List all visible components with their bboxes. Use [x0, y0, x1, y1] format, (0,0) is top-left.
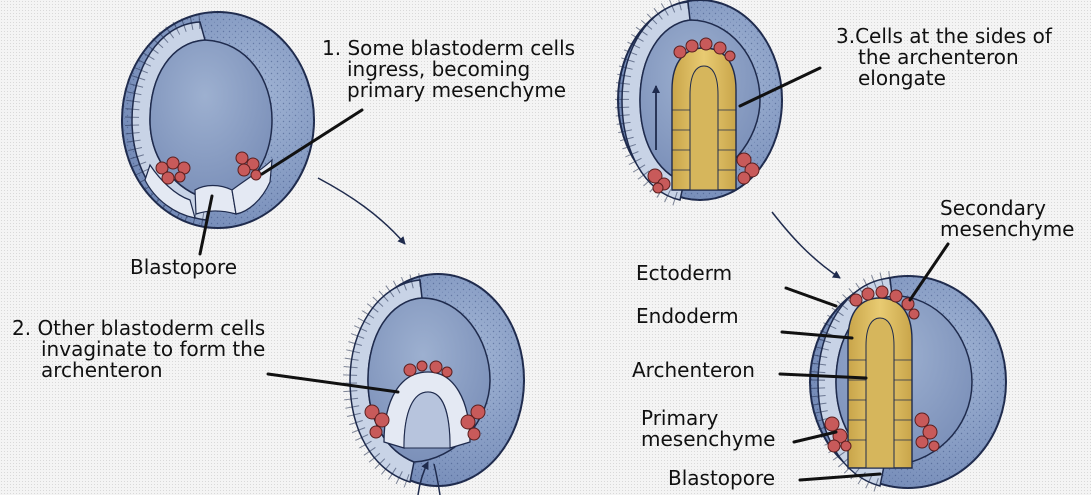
primary-mesenchyme-line-2: mesenchyme — [641, 427, 775, 451]
step-1-line-3: primary mesenchyme — [347, 78, 566, 102]
sequence-arrows — [318, 178, 840, 278]
secondary-mesenchyme-line-2: mesenchyme — [940, 217, 1074, 241]
label-primary-mesenchyme: Primary mesenchyme — [641, 408, 775, 450]
label-blastopore-stage-4: Blastopore — [668, 468, 775, 489]
embryo-stage-1 — [122, 12, 314, 228]
step-1-caption: 1. Some blastoderm cells ingress, becomi… — [322, 38, 575, 101]
label-blastopore-stage-1: Blastopore — [130, 257, 237, 278]
step-3-line-3: elongate — [858, 66, 946, 90]
label-endoderm: Endoderm — [636, 306, 739, 327]
embryo-stage-2 — [350, 274, 524, 495]
embryo-stage-4 — [810, 276, 1006, 488]
label-archenteron: Archenteron — [632, 360, 755, 381]
step-2-caption: 2. Other blastoderm cells invaginate to … — [12, 318, 265, 381]
embryo-stage-3 — [618, 0, 782, 200]
label-secondary-mesenchyme: Secondary mesenchyme — [940, 198, 1074, 240]
label-ectoderm: Ectoderm — [636, 263, 732, 284]
step-2-line-3: archenteron — [41, 358, 163, 382]
step-3-caption: 3.Cells at the sides of the archenteron … — [836, 26, 1052, 89]
